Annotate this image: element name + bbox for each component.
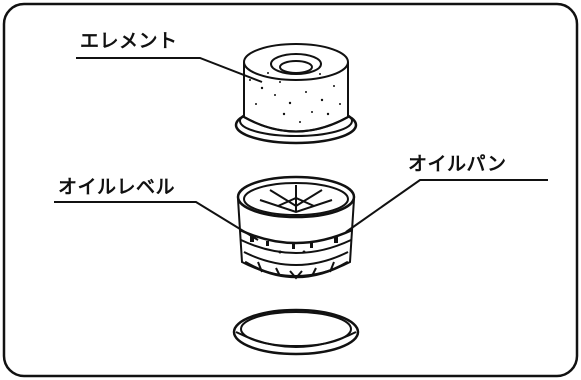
oil-pan-part <box>236 175 356 280</box>
oil-pan-label: オイルパン <box>408 153 507 175</box>
leader-oil-pan <box>345 179 548 233</box>
leader-lines <box>54 57 548 241</box>
element-part <box>234 43 358 145</box>
gasket-ring-part <box>232 308 360 356</box>
element-label: エレメント <box>80 30 178 52</box>
oil-level-label: オイルレベル <box>58 176 176 198</box>
leader-element <box>76 57 263 83</box>
leader-oil-level <box>54 201 259 241</box>
